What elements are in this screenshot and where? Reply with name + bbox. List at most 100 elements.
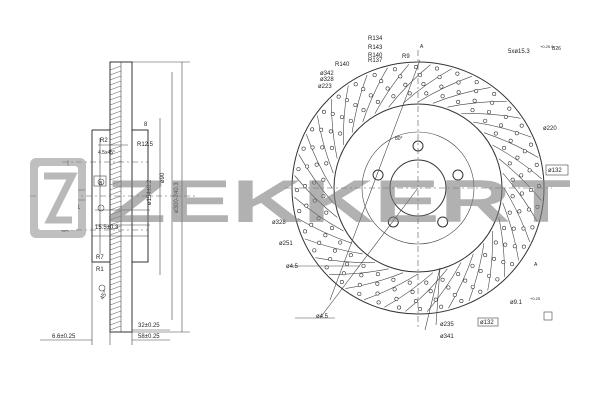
drill-hole: [424, 91, 429, 96]
label-d251: ø251: [279, 241, 293, 247]
drill-hole: [319, 127, 324, 132]
drill-hole: [418, 306, 423, 311]
drill-hole: [314, 162, 319, 167]
drill-hole: [392, 287, 397, 292]
cooling-vane: [498, 217, 505, 277]
drill-hole: [487, 273, 492, 278]
drill-hole: [528, 142, 533, 147]
drill-hole: [407, 91, 412, 96]
cooling-vane: [468, 243, 485, 302]
label-ref-b: B: [99, 181, 103, 187]
drill-hole: [470, 284, 475, 289]
label-r137: R137: [368, 58, 383, 64]
drill-hole: [474, 89, 479, 94]
cooling-vanes: [294, 64, 542, 312]
drill-hole: [510, 177, 515, 182]
drill-hole: [512, 244, 517, 249]
cooling-vane: [492, 144, 542, 180]
front-disc-view: R134 R143 R140 R140 R137 R9 5xø15.3 +0.2…: [272, 36, 569, 340]
drill-hole: [357, 282, 362, 287]
cooling-vane: [503, 187, 530, 242]
drill-hole: [510, 194, 515, 199]
drill-hole: [478, 289, 483, 294]
cooling-vane: [432, 87, 491, 104]
drill-hole: [495, 277, 500, 282]
drill-hole: [375, 291, 380, 296]
cooling-vane: [331, 99, 338, 159]
drill-hole: [324, 161, 329, 166]
bolt-holes: [372, 140, 464, 228]
drill-hole: [463, 278, 468, 283]
drill-hole: [519, 123, 524, 128]
label-ref-a2-front: A: [534, 262, 538, 268]
drill-hole: [526, 207, 531, 212]
drill-hole: [394, 296, 399, 301]
drill-hole: [329, 226, 334, 231]
drill-hole: [439, 304, 444, 309]
drill-hole: [379, 79, 384, 84]
drill-hole: [507, 210, 512, 215]
cooling-vane: [345, 272, 404, 289]
drill-hole: [328, 129, 333, 134]
drill-hole: [317, 240, 322, 245]
drill-hole: [452, 292, 457, 297]
drill-hole: [312, 198, 317, 203]
label-angle: 80°: [395, 136, 403, 142]
bolt-hole: [372, 169, 384, 181]
cooling-vane: [362, 67, 388, 123]
drill-hole: [424, 280, 429, 285]
drill-hole: [304, 203, 309, 208]
drill-hole: [493, 131, 498, 136]
drill-hole: [470, 263, 475, 268]
cooling-vane: [297, 218, 353, 244]
drill-hole: [392, 67, 397, 72]
label-d132b: ø132: [480, 320, 494, 326]
cooling-vane: [502, 172, 538, 222]
drill-hole: [410, 289, 415, 294]
drill-hole: [297, 209, 302, 214]
drill-hole: [456, 90, 461, 95]
drill-hole: [502, 226, 507, 231]
rim-hatching: [109, 65, 122, 331]
label-angle-45: 45°: [100, 290, 110, 301]
drill-hole: [295, 188, 300, 193]
drill-hole: [324, 210, 329, 215]
drill-hole: [501, 260, 506, 265]
drill-hole: [440, 94, 445, 99]
drill-hole: [361, 108, 366, 113]
drill-hole: [303, 184, 308, 189]
label-d223: ø223: [318, 84, 332, 90]
label-d9-1-tol: +0.25: [530, 296, 541, 301]
drill-hole: [398, 74, 403, 79]
drill-hole: [439, 84, 444, 89]
cooling-vane: [351, 74, 368, 133]
drill-hole: [375, 281, 380, 286]
cooling-vane: [317, 115, 334, 174]
label-d220: ø220: [543, 126, 557, 132]
drill-hole: [368, 93, 373, 98]
drill-hole: [522, 149, 527, 154]
drill-hole: [372, 73, 377, 78]
drill-hole: [417, 73, 422, 78]
drill-hole: [521, 244, 526, 249]
logo-wordmark: ZEKKERT: [106, 168, 571, 235]
label-r9: R9: [402, 54, 410, 60]
drill-hole: [376, 300, 381, 305]
drill-hole: [332, 248, 337, 253]
drill-hole: [309, 222, 314, 227]
drill-hole: [527, 168, 532, 173]
label-d90: ø90: [160, 172, 166, 183]
hat-circle: [361, 131, 475, 245]
drill-hole: [348, 118, 353, 123]
drill-hole: [310, 127, 315, 132]
drill-hole: [456, 99, 461, 104]
label-r140b: R140: [335, 62, 350, 68]
label-d235: ø235: [440, 322, 454, 328]
drill-hole: [321, 109, 326, 114]
drill-hole: [474, 80, 479, 85]
drill-hole: [502, 145, 507, 150]
cooling-vane: [315, 257, 376, 263]
label-d300: ø300-240.3: [174, 182, 180, 213]
drill-hole: [510, 262, 515, 267]
label-d15-5: 15.5±0.3: [95, 225, 119, 231]
